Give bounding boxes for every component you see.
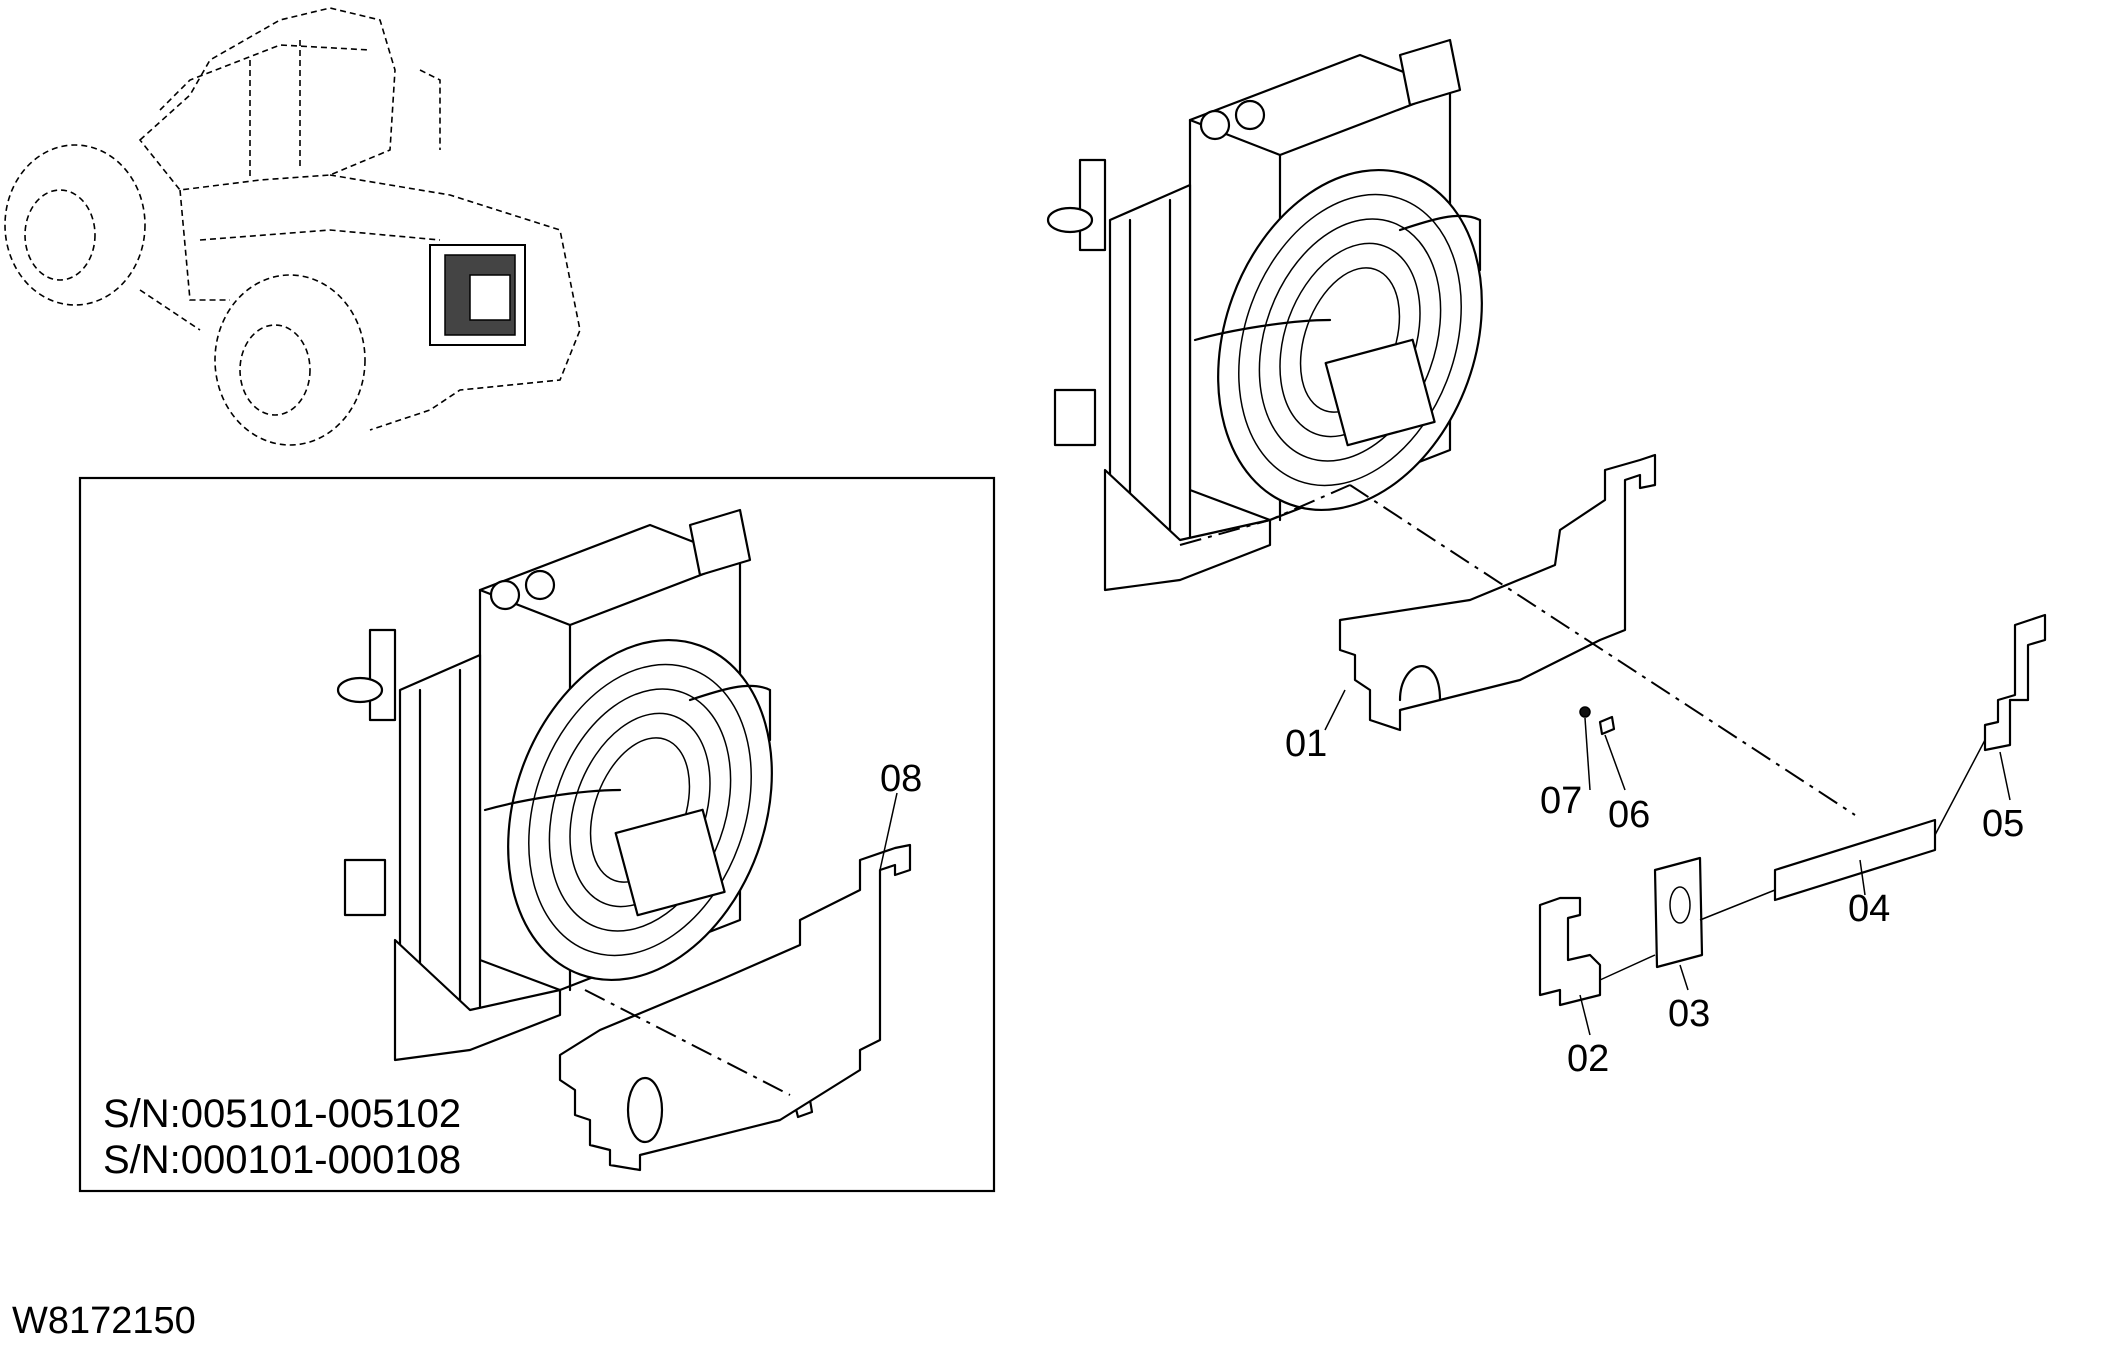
- part-06-bolt: [1598, 715, 1616, 736]
- part-02-bracket: [1538, 896, 1602, 1007]
- part-05-bracket: [1983, 613, 2047, 752]
- callout-04: 04: [1848, 888, 1891, 930]
- drawing-code: W8172150: [12, 1300, 196, 1342]
- callout-06: 06: [1608, 794, 1651, 836]
- leader-lines: [879, 689, 2011, 1036]
- inset-serial-1: S/N:005101-005102: [103, 1092, 462, 1136]
- callout-08: 08: [880, 758, 923, 800]
- main-cooler-assembly: [1046, 38, 1483, 592]
- inset-cooler-assembly: [336, 508, 814, 1119]
- part-03-plate: [1653, 856, 1704, 969]
- callout-05: 05: [1982, 803, 2025, 845]
- callout-01: 01: [1285, 723, 1328, 765]
- callout-02: 02: [1567, 1038, 1610, 1080]
- callout-03: 03: [1668, 993, 1711, 1035]
- part-01-plate: [1338, 453, 1657, 732]
- part-07-nut: [1579, 706, 1591, 718]
- callout-07: 07: [1540, 780, 1583, 822]
- machine-overview: [4, 7, 581, 446]
- inset-frame: [78, 476, 996, 1193]
- inset-serial-2: S/N:000101-000108: [103, 1138, 462, 1182]
